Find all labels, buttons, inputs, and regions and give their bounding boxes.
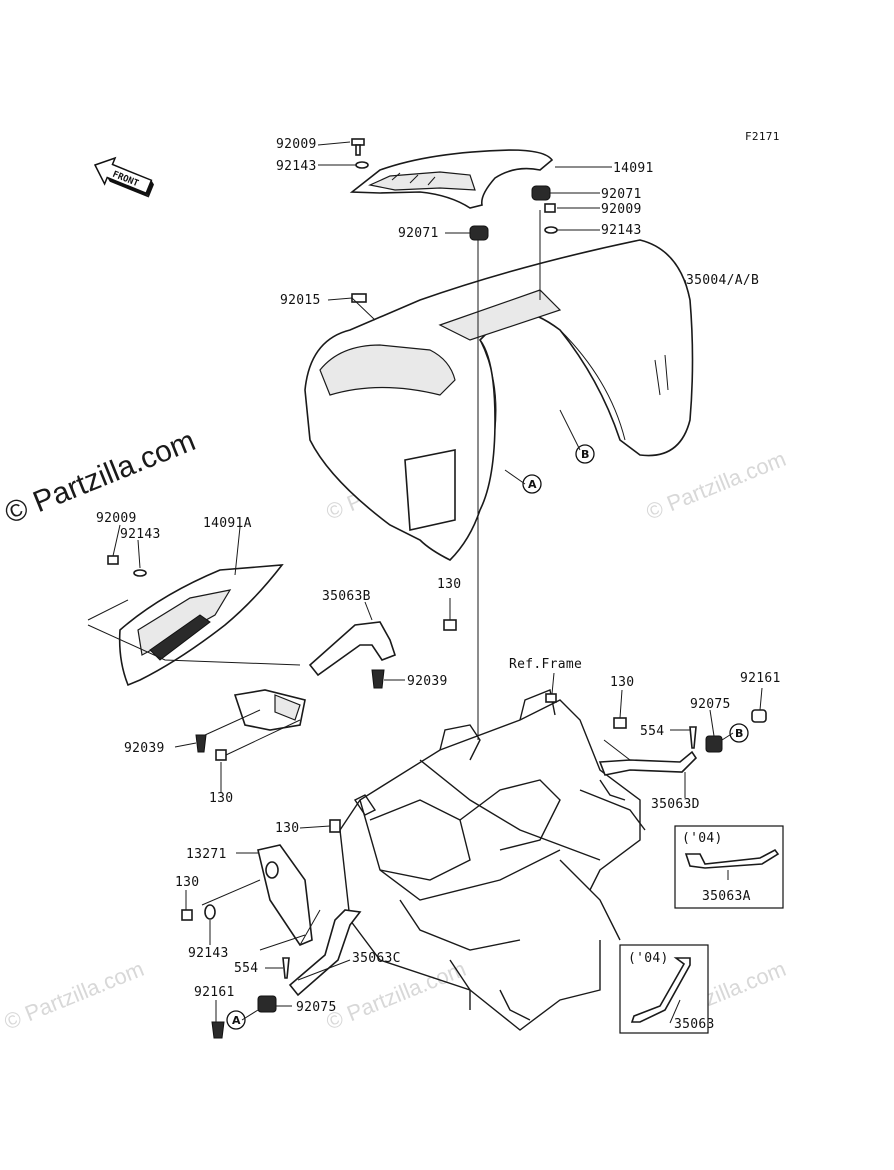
leader-line <box>87 599 129 621</box>
label-35063D: 35063D <box>651 797 700 812</box>
bolt-130-c <box>329 819 341 833</box>
pin-554-right <box>689 726 697 749</box>
label-92039: 92039 <box>407 674 448 689</box>
ref-circle-a-lower: A <box>226 1010 246 1030</box>
part-labels: 92009 92143 14091 92071 92009 92143 9207… <box>96 137 781 1032</box>
label-130: 130 <box>275 821 299 836</box>
svg-text:B: B <box>735 727 743 740</box>
bolt-130-e <box>613 717 627 729</box>
frame-mount <box>545 693 557 703</box>
clip-92161-left <box>211 1021 225 1039</box>
label-35063C: 35063C <box>352 951 401 966</box>
leader-line <box>201 879 321 951</box>
front-arrow-icon: FRONT <box>93 156 154 198</box>
label-92075: 92075 <box>296 1000 337 1015</box>
label-92009: 92009 <box>96 511 137 526</box>
grommet-92075-left <box>257 995 277 1013</box>
bracket-35063D <box>598 750 698 776</box>
grommet-92075-right <box>705 735 723 753</box>
watermark: © Partzilla.com <box>643 446 790 525</box>
ref-circle-b-lower: B <box>729 723 749 743</box>
label-35004: 35004/A/B <box>686 273 759 288</box>
label-130: 130 <box>209 791 233 806</box>
figure-code: F2171 <box>745 130 780 143</box>
label-92161: 92161 <box>740 671 781 686</box>
washer-92143-bottom <box>204 904 216 920</box>
label-14091: 14091 <box>613 161 654 176</box>
bolt-130-d <box>181 909 193 921</box>
label-92009: 92009 <box>601 202 642 217</box>
leader-line <box>204 709 301 756</box>
label-92015: 92015 <box>280 293 321 308</box>
label-554: 554 <box>640 724 664 739</box>
label-92071: 92071 <box>601 187 642 202</box>
pin-554-left <box>282 957 290 979</box>
label-35063: 35063 <box>674 1017 715 1032</box>
label-14091A: 14091A <box>203 516 252 531</box>
label-130: 130 <box>175 875 199 890</box>
watermark: © Partzilla.com <box>323 956 470 1035</box>
leader-lines <box>112 141 763 1024</box>
plate-13271 <box>257 844 313 946</box>
inset-year-label: ('04) <box>628 951 669 966</box>
label-35063A: 35063A <box>702 889 751 904</box>
ref-circle-a-upper: A <box>522 474 542 494</box>
watermark: © Partzilla.com <box>1 956 148 1035</box>
label-35063B: 35063B <box>322 589 371 604</box>
inset-35063A <box>674 825 784 909</box>
label-92071: 92071 <box>398 226 439 241</box>
label-92143: 92143 <box>120 527 161 542</box>
washer-92143-right <box>544 226 558 234</box>
label-92161: 92161 <box>194 985 235 1000</box>
washer-92143-top <box>355 161 369 169</box>
clip-92161-right <box>751 709 767 723</box>
leader-line <box>87 624 301 666</box>
side-cover-14091A <box>118 564 284 687</box>
bolt-130 <box>443 619 457 631</box>
top-cover-14091 <box>349 149 554 209</box>
ref-frame-label: Ref.Frame <box>509 657 582 672</box>
side-plate-bracket <box>233 689 306 731</box>
clip-92039-b <box>195 734 207 753</box>
leader-line <box>603 739 631 761</box>
vehicle-frame <box>339 689 646 1031</box>
svg-text:A: A <box>232 1014 241 1027</box>
label-130: 130 <box>437 577 461 592</box>
label-92009: 92009 <box>276 137 317 152</box>
fastener-92009-top <box>351 138 365 156</box>
grommet-92071-right <box>531 185 551 201</box>
bolt-92009-right <box>544 203 556 213</box>
bolt-130-b <box>215 749 227 761</box>
washer-92143-left <box>133 569 147 577</box>
clip-92015 <box>351 293 367 303</box>
label-92039: 92039 <box>124 741 165 756</box>
grommet-92071-left <box>469 225 489 241</box>
label-130: 130 <box>610 675 634 690</box>
label-13271: 13271 <box>186 847 227 862</box>
label-92143: 92143 <box>188 946 229 961</box>
label-92075: 92075 <box>690 697 731 712</box>
label-92143: 92143 <box>276 159 317 174</box>
svg-text:A: A <box>528 478 537 491</box>
label-92143: 92143 <box>601 223 642 238</box>
bracket-35063C <box>288 909 362 997</box>
inset-year-label: ('04) <box>682 831 723 846</box>
label-554: 554 <box>234 961 258 976</box>
svg-text:B: B <box>581 448 589 461</box>
ref-circle-b-upper: B <box>575 444 595 464</box>
inset-35063 <box>619 944 709 1034</box>
bolt-92009-left <box>107 555 119 565</box>
front-fender-35004 <box>304 239 694 561</box>
clip-92039 <box>371 669 385 689</box>
bracket-35063B <box>308 621 397 677</box>
